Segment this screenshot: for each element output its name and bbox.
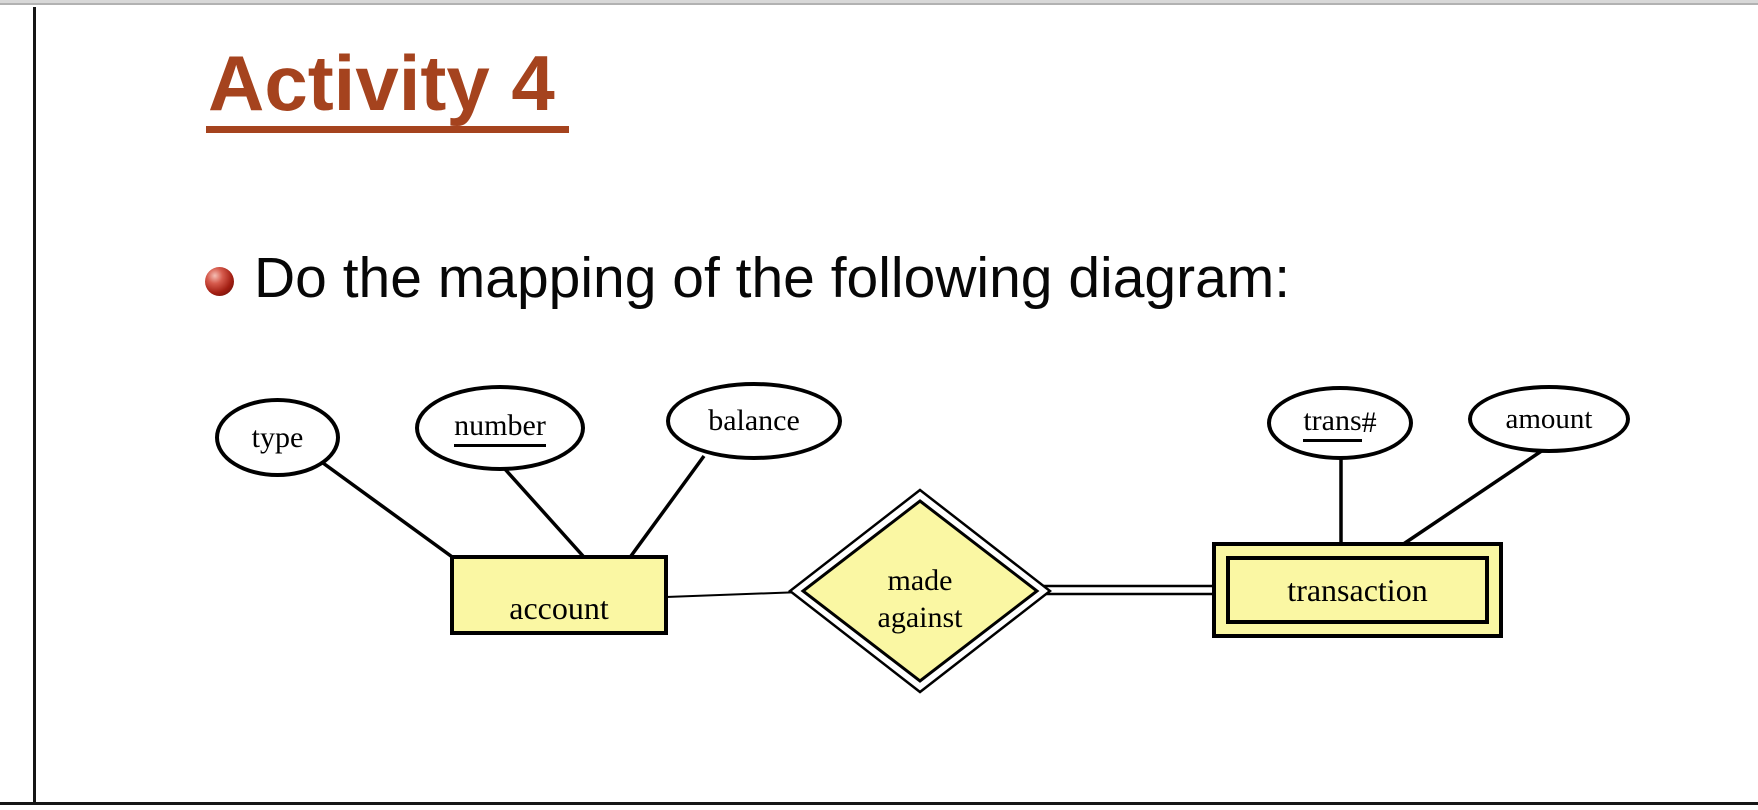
slide-bottom-border bbox=[0, 802, 1758, 805]
entity-account-label: account bbox=[509, 589, 609, 626]
attribute-balance: balance bbox=[666, 382, 842, 460]
line-account-relationship bbox=[665, 591, 803, 598]
attribute-amount: amount bbox=[1468, 385, 1630, 453]
relationship-label: made against bbox=[788, 496, 1052, 702]
slide-left-border bbox=[33, 7, 36, 804]
line-amount-transaction bbox=[1401, 448, 1544, 547]
bullet-icon bbox=[205, 267, 234, 296]
attribute-number-label: number bbox=[454, 409, 546, 447]
entity-account: account bbox=[450, 555, 668, 635]
attribute-type-label: type bbox=[251, 420, 304, 454]
attribute-trans-number: trans# bbox=[1267, 386, 1413, 460]
relationship-made-against: made against bbox=[787, 488, 1053, 694]
page-title: Activity 4 bbox=[206, 44, 569, 133]
attribute-type: type bbox=[215, 398, 340, 477]
top-gray-band bbox=[0, 0, 1758, 5]
attribute-trans-suffix: # bbox=[1361, 406, 1377, 439]
entity-transaction: transaction bbox=[1212, 542, 1503, 638]
bullet-text: Do the mapping of the following diagram: bbox=[254, 246, 1291, 310]
attribute-balance-label: balance bbox=[708, 404, 800, 437]
relationship-label-line2: against bbox=[877, 601, 963, 634]
entity-transaction-label: transaction bbox=[1287, 571, 1428, 608]
diamond-shape bbox=[787, 488, 1053, 694]
attribute-trans-key-part: trans bbox=[1303, 404, 1362, 442]
line-type-account bbox=[321, 461, 457, 561]
diamond-inner-border bbox=[800, 499, 1040, 683]
entity-transaction-inner: transaction bbox=[1226, 556, 1489, 624]
line-number-account bbox=[502, 466, 585, 558]
relationship-label-line1: made bbox=[887, 564, 953, 597]
line-balance-account bbox=[629, 454, 706, 558]
attribute-number: number bbox=[415, 385, 585, 471]
attribute-amount-label: amount bbox=[1505, 402, 1593, 435]
